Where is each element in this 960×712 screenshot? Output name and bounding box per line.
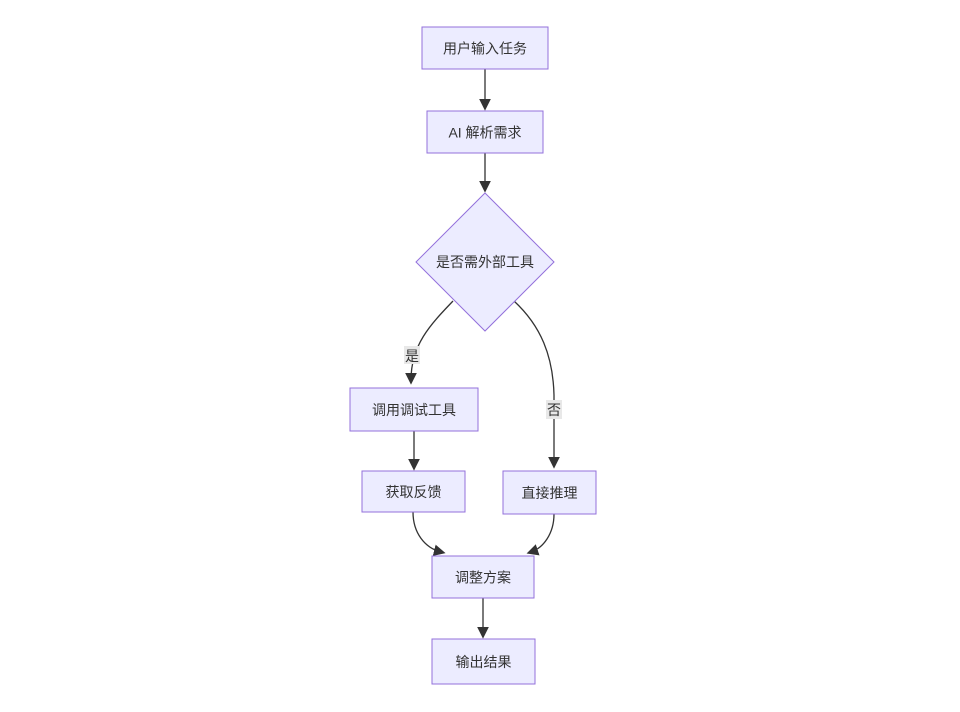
node-output-result-label: 输出结果 (456, 654, 512, 670)
edge-label-yes-text: 是 (405, 348, 419, 364)
node-get-feedback: 获取反馈 (361, 470, 466, 513)
edge-need-tools-to-direct-reasoning (513, 300, 560, 469)
node-adjust-plan: 调整方案 (431, 555, 535, 599)
node-adjust-plan-box (431, 555, 535, 599)
node-adjust-plan-label: 调整方案 (455, 570, 511, 586)
edge-need-tools-to-call-debug-tool (405, 300, 454, 385)
edges (405, 69, 560, 639)
node-need-tools-label: 是否需外部工具 (436, 254, 534, 270)
node-get-feedback-label: 获取反馈 (386, 484, 442, 500)
node-need-tools: 是否需外部工具 (415, 192, 555, 332)
node-user-input: 用户输入任务 (421, 26, 549, 70)
edge-direct-reasoning-to-adjust-plan (526, 513, 555, 556)
node-direct-reasoning-box (502, 470, 597, 515)
node-get-feedback-box (361, 470, 466, 513)
node-user-input-label: 用户输入任务 (443, 41, 527, 57)
node-call-debug-tool: 调用调试工具 (349, 387, 479, 432)
edge-label-yes-bg (404, 346, 420, 364)
nodes: 用户输入任务 AI 解析需求 是否需外部工具 调用调试工具 获取反馈 直接推理 (349, 26, 597, 685)
node-output-result: 输出结果 (431, 638, 536, 685)
edge-label-no-text: 否 (547, 402, 561, 418)
node-need-tools-diamond (415, 192, 555, 332)
node-call-debug-tool-box (349, 387, 479, 432)
node-ai-parse: AI 解析需求 (426, 110, 544, 154)
edge-label-yes: 是 (404, 346, 420, 364)
node-call-debug-tool-label: 调用调试工具 (372, 402, 456, 418)
edge-label-no: 否 (546, 400, 562, 419)
node-direct-reasoning: 直接推理 (502, 470, 597, 515)
edge-get-feedback-to-adjust-plan (412, 511, 446, 556)
edge-labels: 是 否 (404, 346, 562, 419)
edge-label-no-bg (546, 400, 562, 419)
node-output-result-box (431, 638, 536, 685)
node-ai-parse-box (426, 110, 544, 154)
node-user-input-box (421, 26, 549, 70)
node-ai-parse-label: AI 解析需求 (448, 125, 521, 141)
node-direct-reasoning-label: 直接推理 (522, 485, 578, 501)
